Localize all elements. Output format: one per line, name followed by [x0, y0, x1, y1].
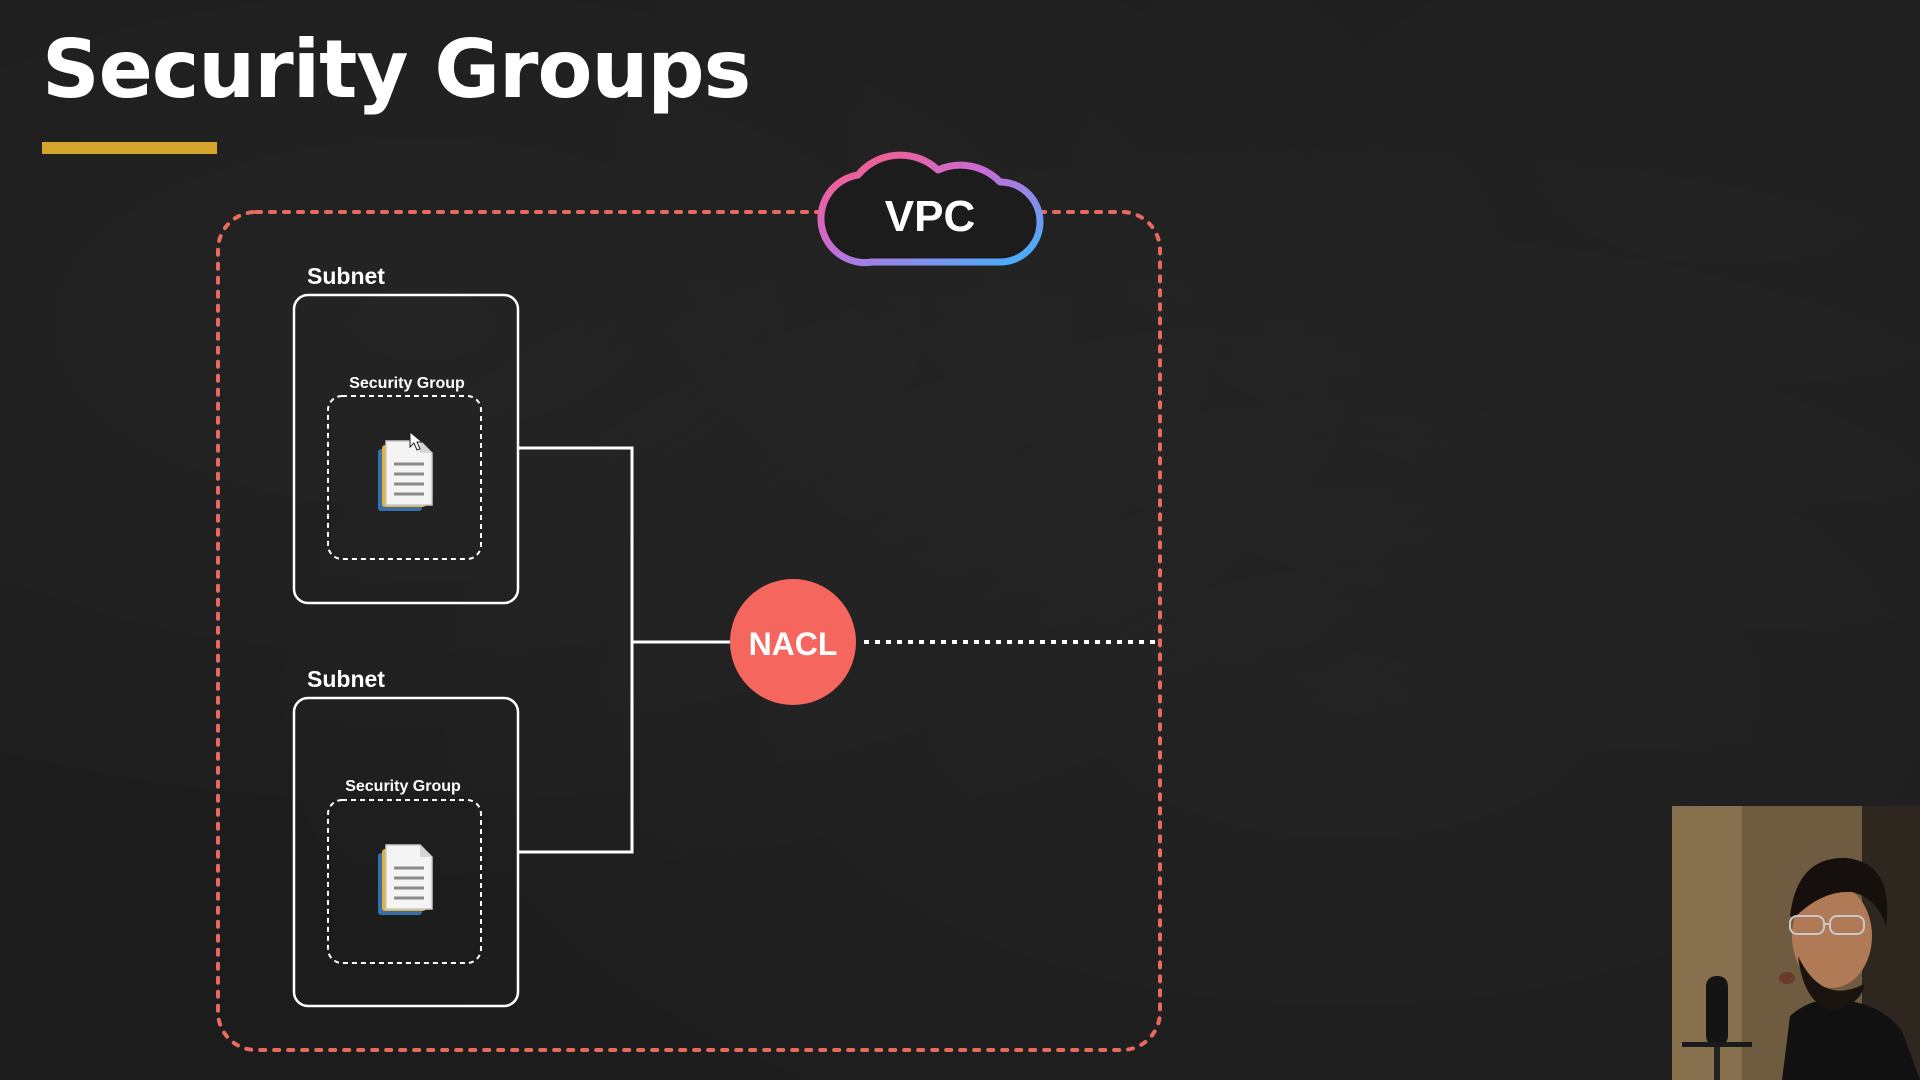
security-group-label: Security Group [349, 375, 465, 392]
subnet-box [292, 696, 520, 1008]
page-title: Security Groups [42, 23, 751, 116]
vpc-label: VPC [885, 192, 975, 241]
connector-line [518, 446, 634, 854]
cursor-icon [409, 430, 424, 451]
presenter-webcam [1672, 806, 1920, 1080]
title-underline [42, 142, 217, 154]
security-group-label: Security Group [345, 778, 461, 795]
cloud-icon [817, 151, 1044, 267]
vpc-boundary [216, 210, 1162, 1052]
subnet-label: Subnet [307, 263, 385, 289]
subnet-box [292, 293, 520, 605]
document-stack-icon [376, 843, 434, 917]
subnet-label: Subnet [307, 666, 385, 692]
nacl-circle [730, 579, 856, 705]
document-stack-icon [376, 439, 434, 513]
nacl-label: NACL [749, 626, 838, 662]
